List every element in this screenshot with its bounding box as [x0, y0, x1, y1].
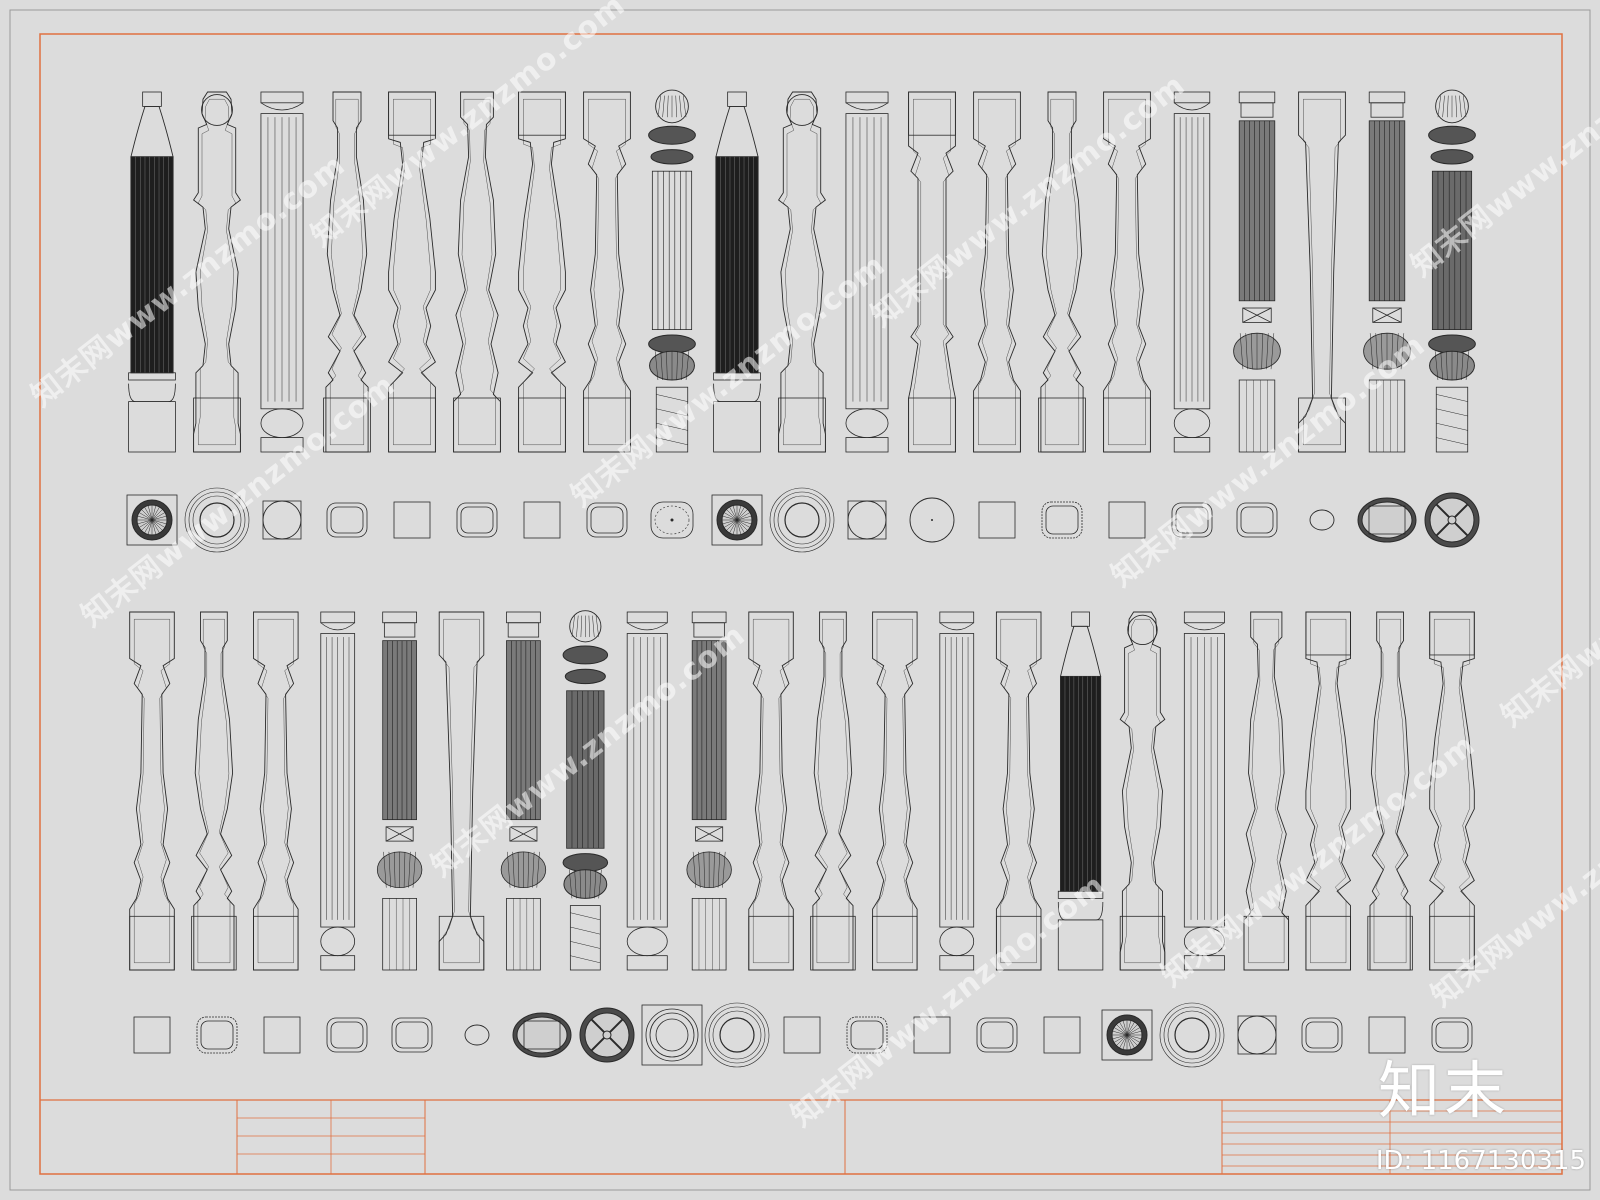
baluster-fluted-thin [1173, 91, 1211, 453]
baluster-ornate-ball [562, 610, 609, 971]
plan-ornate-frame [512, 1012, 572, 1058]
baluster-vase-ball [777, 91, 827, 453]
baluster-vase-double [323, 91, 371, 453]
baluster-vase-wavy [453, 91, 501, 453]
baluster-turned-slim [995, 611, 1042, 971]
baluster-plain-taper [1298, 91, 1346, 453]
plan-plain-square [913, 1016, 951, 1054]
plan-plain-square [523, 501, 561, 539]
drawing-frame [39, 33, 1563, 1175]
plan-concentric-round [184, 487, 250, 553]
plan-dotted-round [650, 501, 694, 539]
baluster-fluted-carved [1363, 91, 1411, 453]
plan-plain-square [1043, 1016, 1081, 1054]
plan-rosette-square [711, 494, 763, 546]
plan-round-in-square [1237, 1015, 1277, 1055]
baluster-fluted-column [845, 91, 889, 453]
baluster-vase-double [191, 611, 237, 971]
plan-plain-square [133, 1016, 171, 1054]
plan-ornate-square [196, 1016, 238, 1054]
baluster-vase-double [1367, 611, 1413, 971]
baluster-turned-square [1305, 611, 1352, 971]
plan-plain-square [1108, 501, 1146, 539]
baluster-row-2 [129, 610, 1475, 971]
plan-rounded-square [586, 502, 628, 538]
baluster-row-1 [128, 89, 1476, 453]
plan-rounded-square [1301, 1017, 1343, 1053]
plan-plain-square [1368, 1016, 1406, 1054]
plan-ornate-square [1041, 501, 1083, 539]
baluster-turned-slim [748, 611, 794, 971]
plan-ornate-frame [1357, 497, 1417, 543]
plan-circle [909, 497, 955, 543]
plan-row-1 [126, 487, 1480, 553]
plan-rosette-square [1101, 1009, 1153, 1061]
outer-sheet-border [9, 9, 1591, 1191]
baluster-turned-square [518, 91, 566, 453]
baluster-fluted-dark [713, 91, 761, 453]
baluster-turned-slim [583, 91, 631, 453]
plan-round-in-square [847, 500, 887, 540]
baluster-fluted-dark [1057, 611, 1104, 971]
baluster-fluted-carved [686, 611, 732, 971]
baluster-fluted-carved [376, 611, 423, 971]
plan-rounded-square [456, 502, 498, 538]
baluster-fluted-carved [1233, 91, 1281, 453]
baluster-turned-slim [1103, 91, 1151, 453]
plan-concentric-round [769, 487, 835, 553]
plan-rounded-square [1431, 1017, 1473, 1053]
baluster-turned-slim [129, 611, 175, 971]
baluster-plain-square [908, 91, 956, 453]
baluster-vase-double [810, 611, 856, 971]
baluster-vase-double [1038, 91, 1086, 453]
baluster-fluted-column [1183, 611, 1225, 971]
baluster-plain-taper [438, 611, 485, 971]
baluster-turned-slim [973, 91, 1021, 453]
plan-plain-square [978, 501, 1016, 539]
plan-rounded-square [326, 502, 368, 538]
plan-ornate-square [846, 1016, 888, 1054]
plan-rounded-square [391, 1017, 433, 1053]
baluster-turned-square [1429, 611, 1475, 971]
baluster-fluted-dark [128, 91, 176, 453]
plan-plain-square [783, 1016, 821, 1054]
plan-plain-square [263, 1016, 301, 1054]
plan-wheel [1424, 492, 1480, 548]
baluster-vase-ball [192, 91, 242, 453]
plan-ellipse [1309, 509, 1335, 531]
baluster-fluted-thin [320, 611, 356, 971]
baluster-turned-square [388, 91, 436, 453]
baluster-turned-slim [253, 611, 299, 971]
image-id-label: ID: 1167130315 [1375, 1146, 1586, 1176]
plan-concentric-round [704, 1002, 770, 1068]
plan-rounded-square [1171, 502, 1213, 538]
plan-row-2 [133, 1002, 1473, 1068]
plan-rounded-square [326, 1017, 368, 1053]
baluster-turned-slim [872, 611, 918, 971]
baluster-fluted-carved [500, 611, 547, 971]
baluster-fluted-thin [939, 611, 975, 971]
plan-plain-square [393, 501, 431, 539]
brand-logo: 知末 [1377, 1054, 1510, 1127]
baluster-ornate-urn [648, 89, 696, 453]
baluster-ornate-ball [1428, 89, 1476, 453]
plan-concentric-square [641, 1004, 703, 1066]
plan-wheel [579, 1007, 635, 1063]
baluster-vase-ball [1119, 611, 1166, 971]
plan-concentric-round [1159, 1002, 1225, 1068]
plan-ellipse [464, 1024, 490, 1046]
plan-rosette-square [126, 494, 178, 546]
title-block [40, 1099, 1562, 1174]
baluster-vase-wavy [1243, 611, 1290, 971]
plan-rounded-square [976, 1017, 1018, 1053]
plan-rounded-square [1236, 502, 1278, 538]
baluster-fluted-column [626, 611, 668, 971]
baluster-fluted-column [260, 91, 304, 453]
plan-round-in-square [262, 500, 302, 540]
